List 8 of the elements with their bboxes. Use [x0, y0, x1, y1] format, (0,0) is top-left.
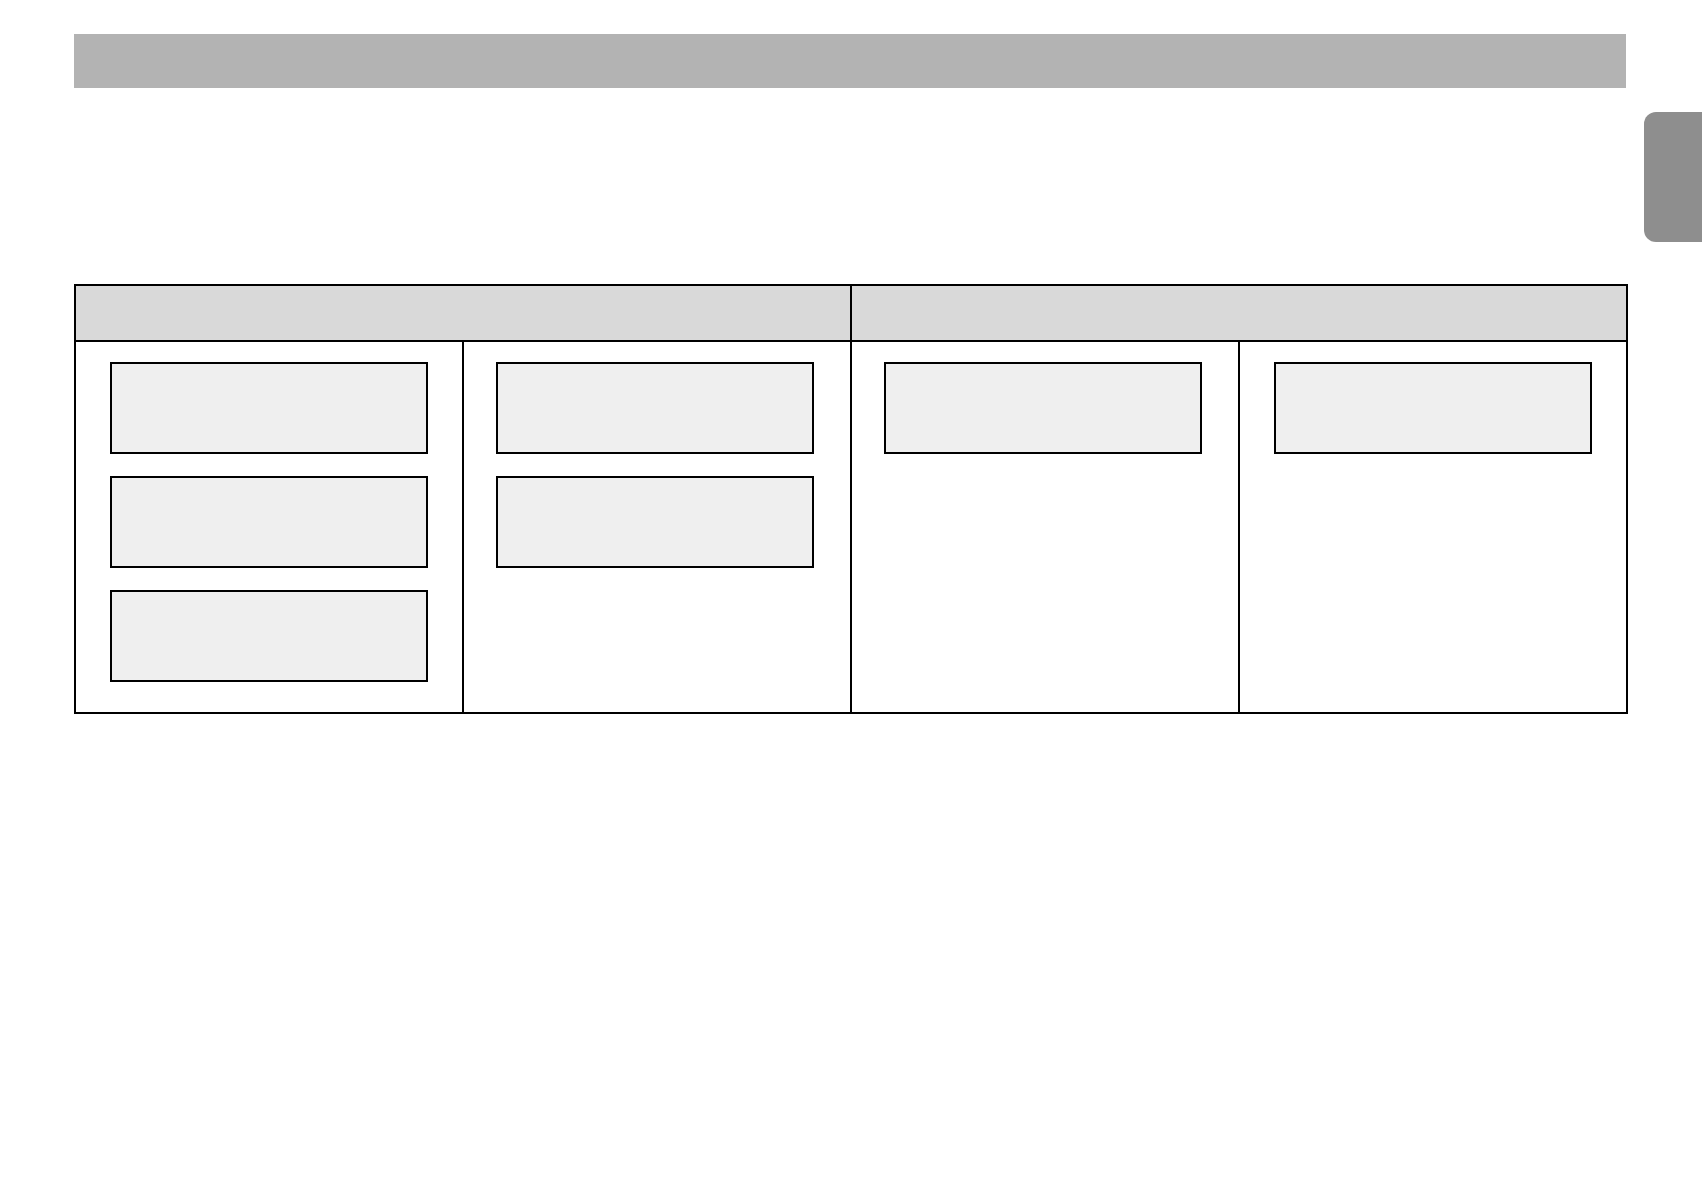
box-node: [110, 362, 428, 454]
box-node: [1274, 362, 1592, 454]
box-node: [884, 362, 1202, 454]
box-node: [496, 476, 814, 568]
box-node: [496, 362, 814, 454]
box-node: [110, 590, 428, 682]
box-node: [110, 476, 428, 568]
title-bar: [74, 34, 1626, 88]
